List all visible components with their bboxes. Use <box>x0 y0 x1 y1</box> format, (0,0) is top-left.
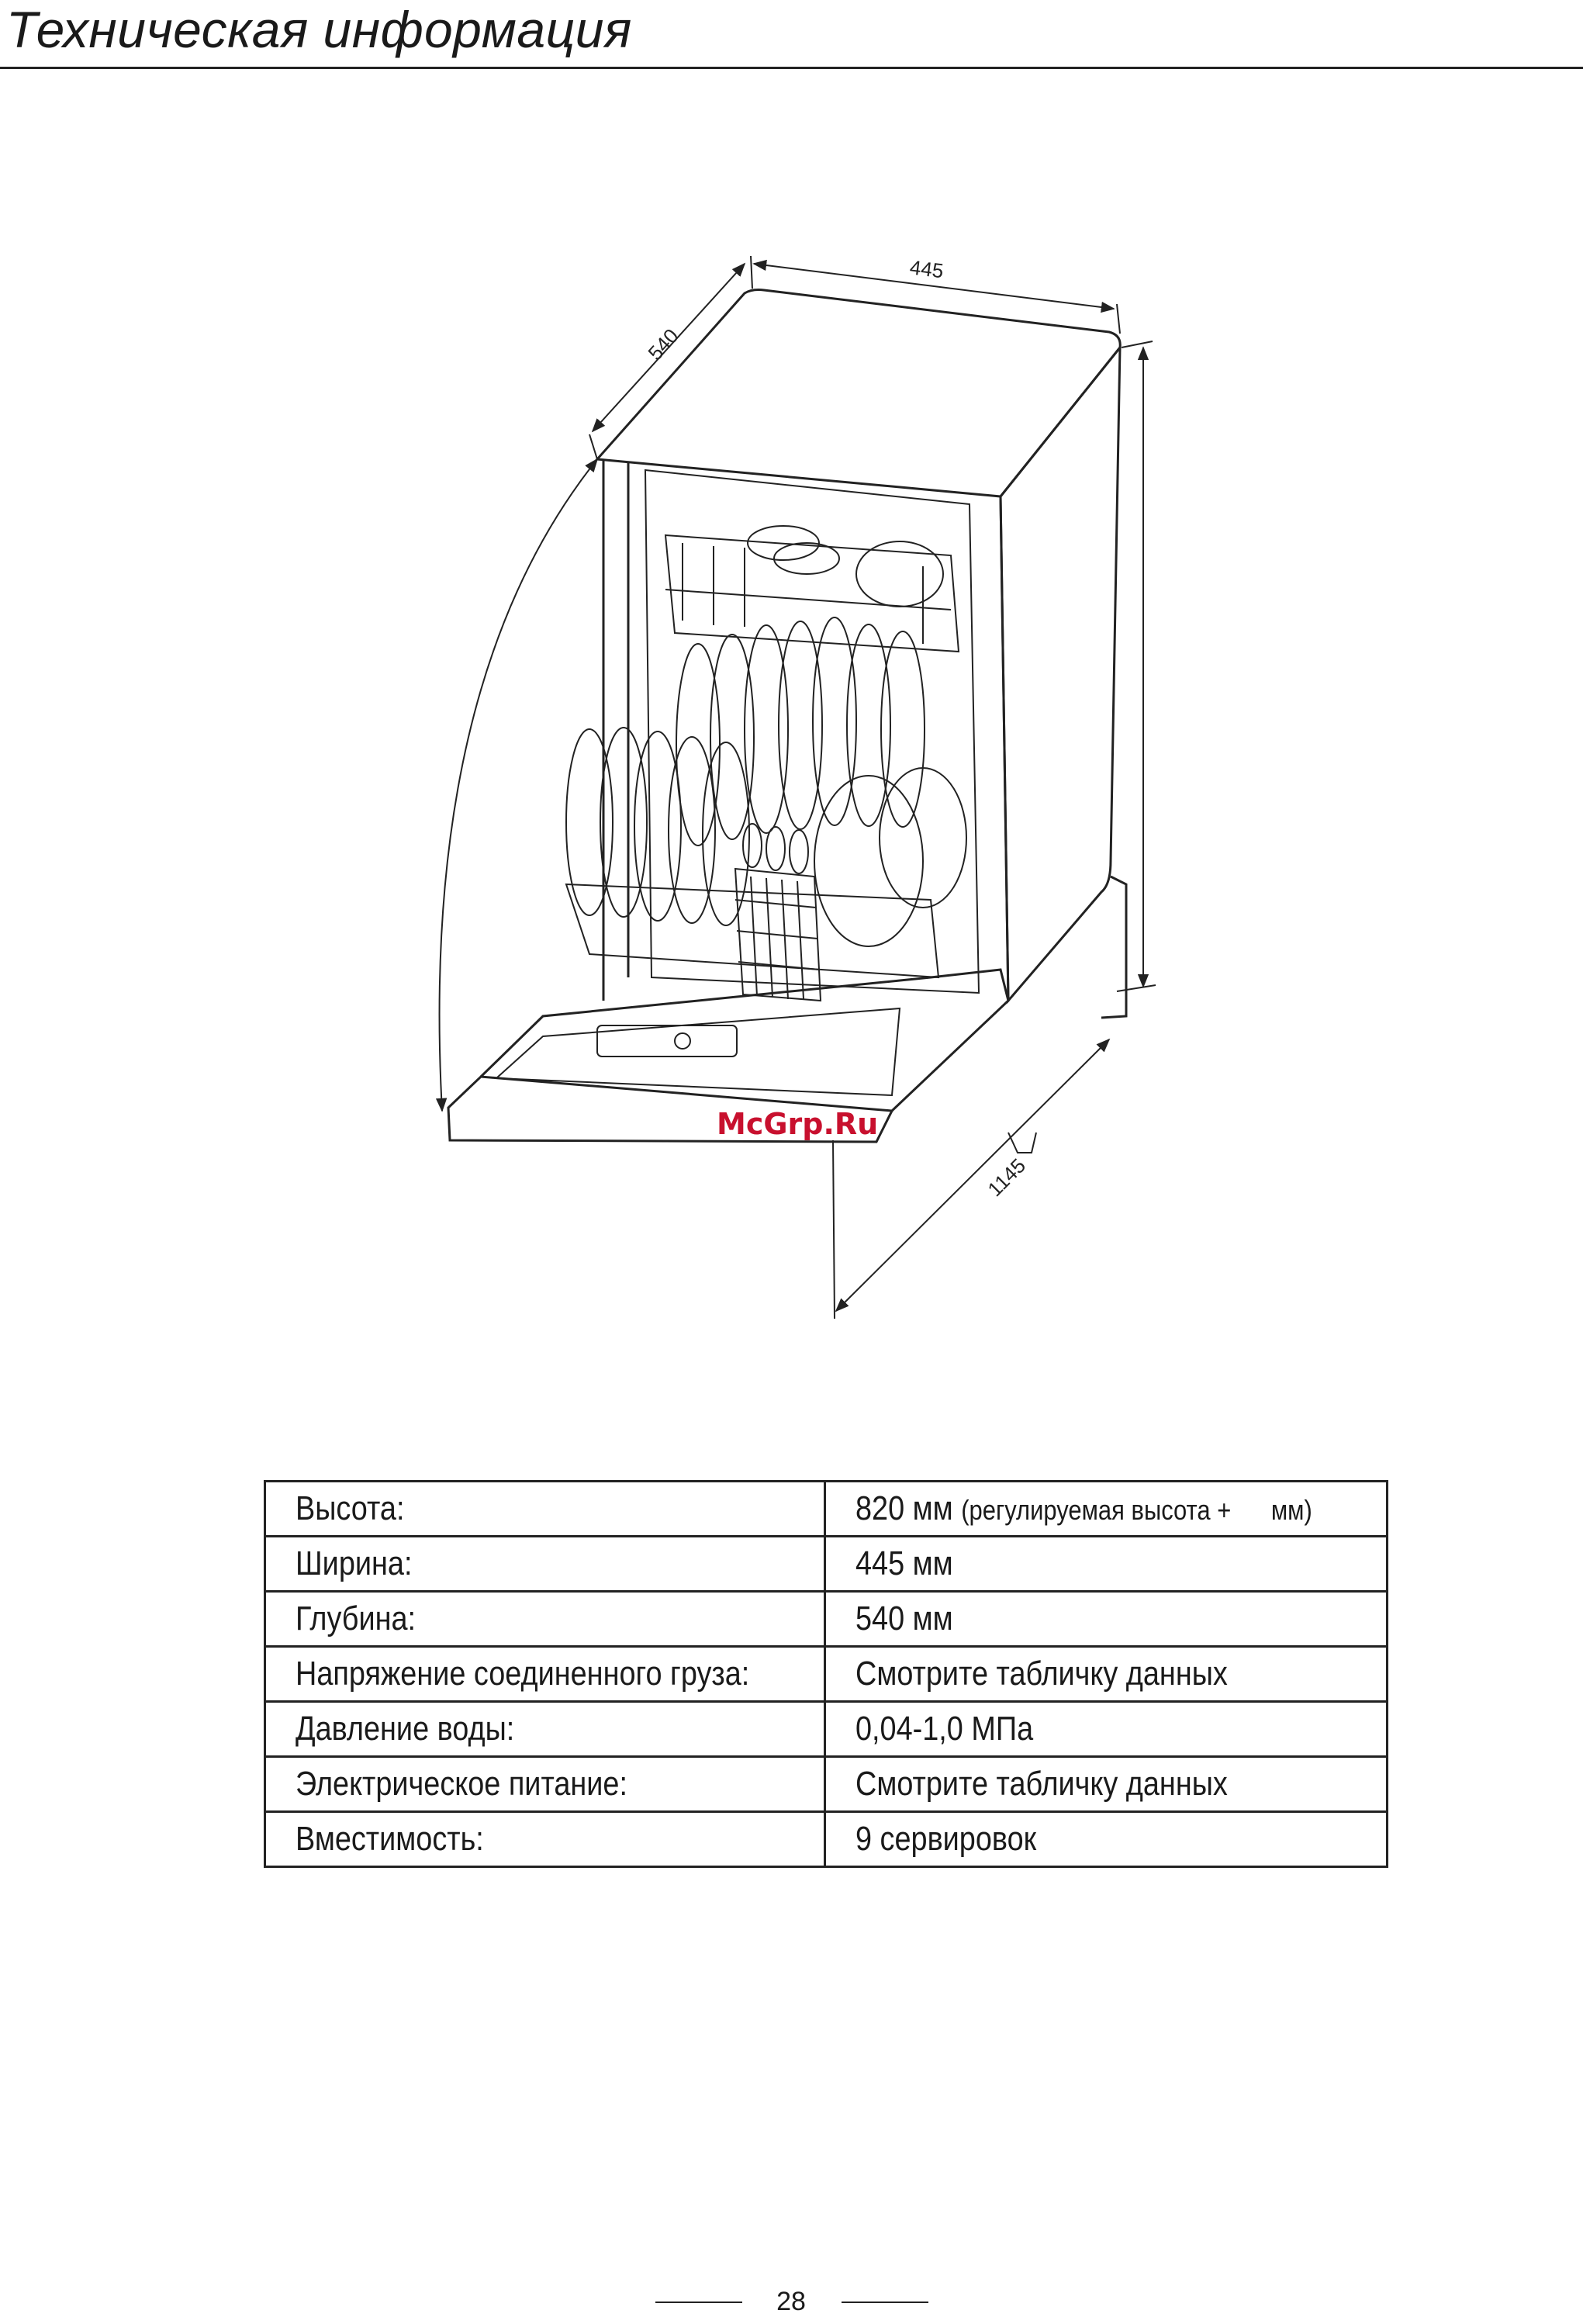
spec-value: 540 мм <box>824 1592 1388 1647</box>
spec-note: (регулируемая высота + мм) <box>961 1494 1312 1526</box>
spec-value: 445 мм <box>824 1537 1388 1592</box>
spec-value: 820 мм (регулируемая высота + мм) <box>824 1482 1388 1537</box>
table-row: Высота: 820 мм (регулируемая высота + мм… <box>265 1482 1388 1537</box>
footer-rule-left <box>655 2302 742 2303</box>
table-row: Глубина: 540 мм <box>265 1592 1388 1647</box>
table-row: Электрическое питание: Смотрите табличку… <box>265 1757 1388 1812</box>
spec-value: 9 сервировок <box>824 1812 1388 1867</box>
spec-label: Высота: <box>265 1482 825 1537</box>
spec-label: Давление воды: <box>265 1702 825 1757</box>
spec-label: Электрическое питание: <box>265 1757 825 1812</box>
spec-value: Смотрите табличку данных <box>824 1757 1388 1812</box>
dishwasher-diagram: 445 540 1145 McGrp.Ru <box>0 0 1583 1396</box>
lower-rack-plates <box>566 617 966 977</box>
spec-value: 0,04-1,0 МПа <box>824 1702 1388 1757</box>
spec-label: Ширина: <box>265 1537 825 1592</box>
page-number: 28 <box>768 2281 814 2322</box>
spec-label: Глубина: <box>265 1592 825 1647</box>
watermark: McGrp.Ru <box>717 1107 878 1141</box>
page-footer: 28 <box>0 2281 1583 2319</box>
spec-label: Напряжение соединенного груза: <box>265 1647 825 1702</box>
table-row: Ширина: 445 мм <box>265 1537 1388 1592</box>
footer-rule-right <box>842 2302 928 2303</box>
dimension-depth-label: 540 <box>643 324 683 365</box>
spec-value: Смотрите табличку данных <box>824 1647 1388 1702</box>
spec-label: Вместимость: <box>265 1812 825 1867</box>
dimension-depth-open-label: 1145 <box>983 1153 1030 1201</box>
dimension-width-label: 445 <box>908 255 945 282</box>
dimension-lines <box>440 256 1156 1319</box>
upper-rack <box>665 526 959 652</box>
table-row: Давление воды: 0,04-1,0 МПа <box>265 1702 1388 1757</box>
cutlery-basket <box>735 824 821 1001</box>
table-row: Вместимость: 9 сервировок <box>265 1812 1388 1867</box>
table-row: Напряжение соединенного груза: Смотрите … <box>265 1647 1388 1702</box>
spec-table: Высота: 820 мм (регулируемая высота + мм… <box>264 1480 1388 1868</box>
